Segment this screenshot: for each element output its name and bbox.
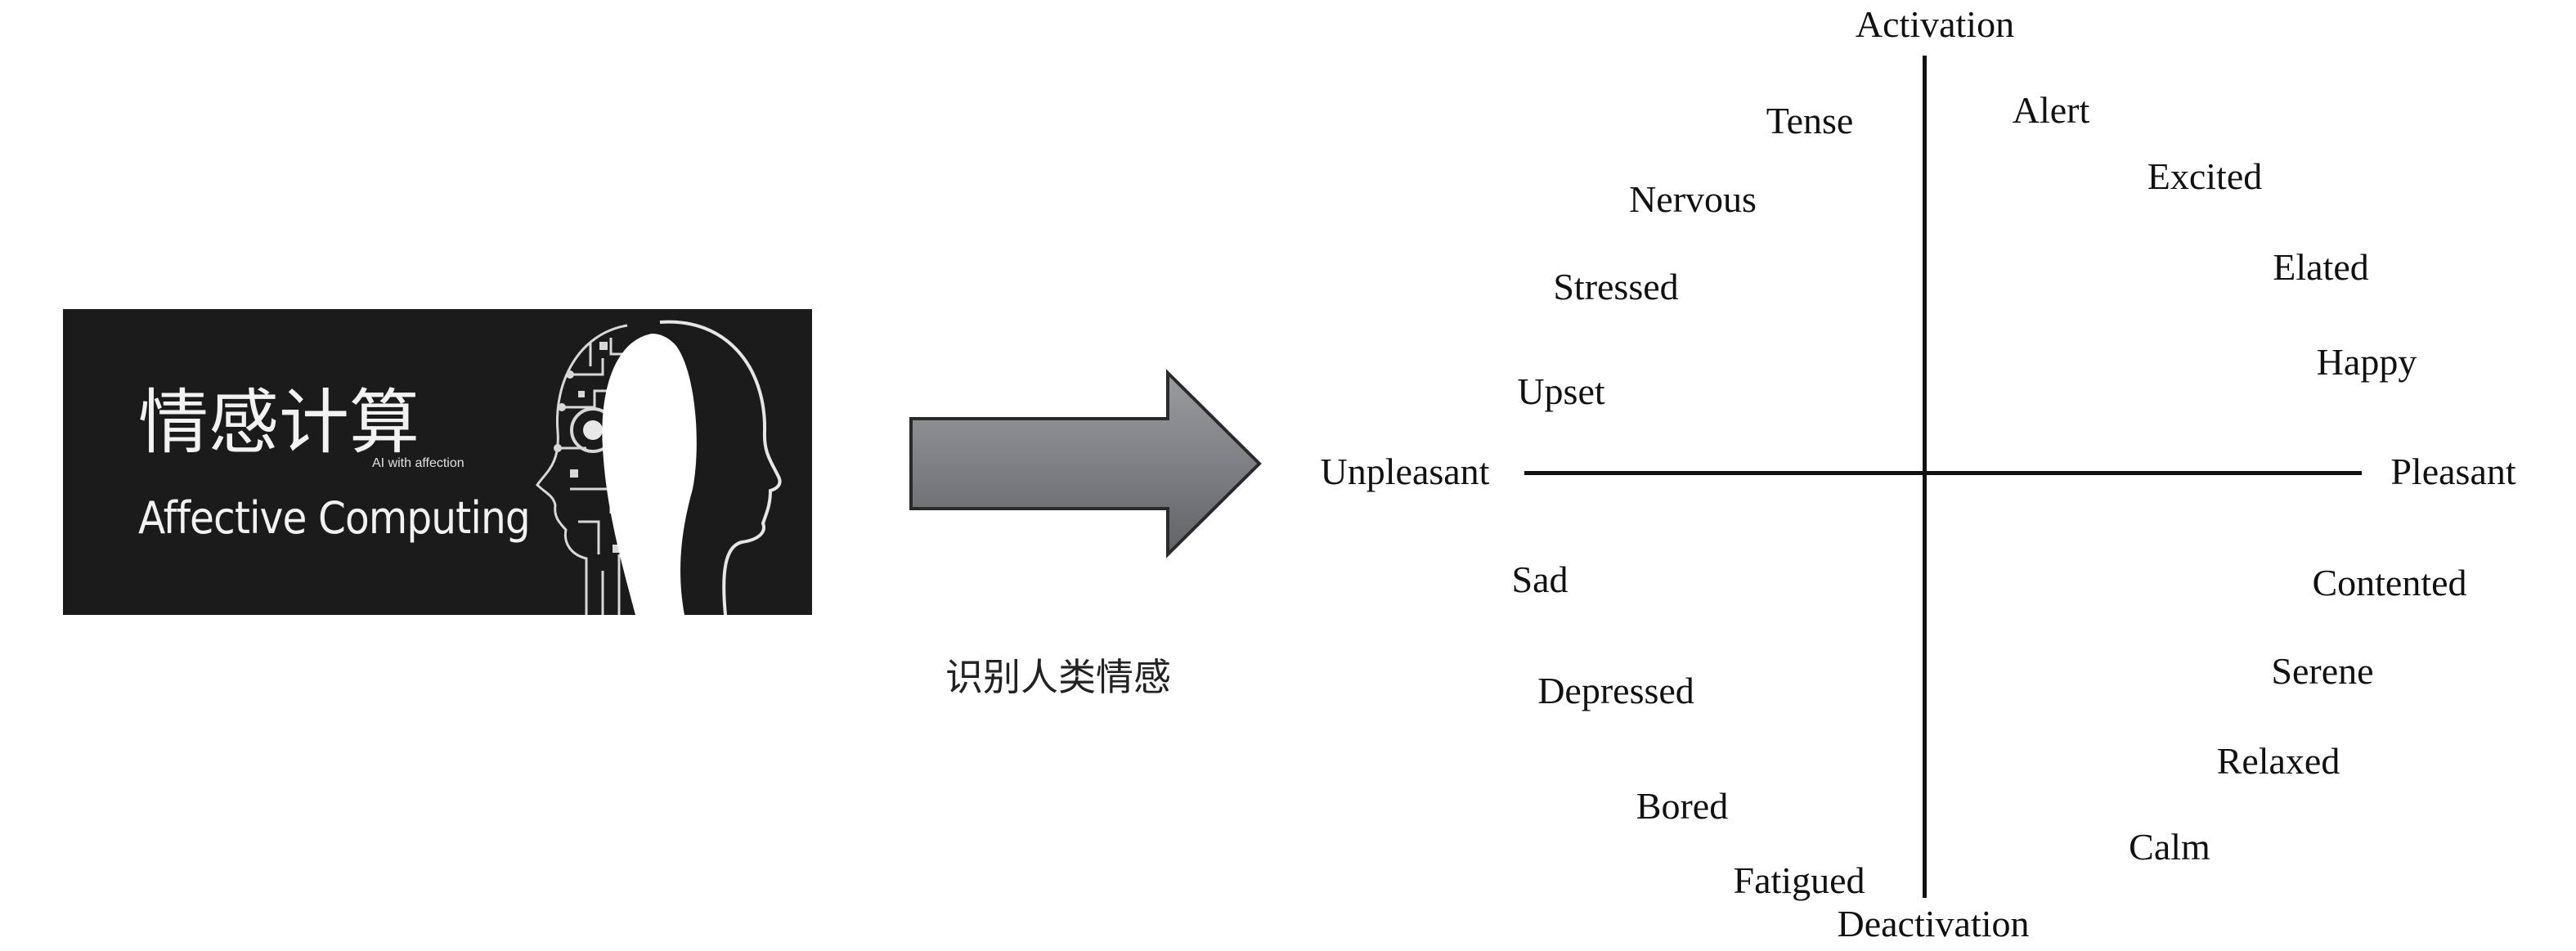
- banner-title-english: Affective Computing: [138, 492, 531, 544]
- right-arrow-icon: [909, 369, 1262, 558]
- emotion-sad: Sad: [1511, 558, 1568, 600]
- emotion-alert: Alert: [2012, 89, 2090, 131]
- axis-label-activation: Activation: [1855, 3, 2015, 45]
- emotion-excited: Excited: [2147, 155, 2263, 197]
- axis-label-pleasant: Pleasant: [2390, 451, 2516, 492]
- emotion-relaxed: Relaxed: [2216, 740, 2340, 782]
- emotion-nervous: Nervous: [1629, 178, 1757, 220]
- affective-computing-banner: 情感计算 AI with affection Affective Computi…: [63, 309, 812, 615]
- emotion-fatigued: Fatigued: [1733, 859, 1865, 901]
- emotion-tense: Tense: [1766, 100, 1854, 141]
- emotion-happy: Happy: [2316, 341, 2417, 383]
- axis-label-deactivation: Deactivation: [1837, 903, 2030, 944]
- banner-title-chinese: 情感计算: [138, 382, 420, 464]
- emotion-bored: Bored: [1636, 785, 1729, 827]
- ai-head-icon: [536, 320, 782, 615]
- emotion-serene: Serene: [2271, 650, 2374, 692]
- arousal-axis: [1923, 56, 1927, 898]
- emotion-calm: Calm: [2129, 826, 2210, 868]
- emotion-depressed: Depressed: [1537, 670, 1694, 711]
- banner-subtitle: AI with affection: [372, 456, 464, 470]
- axis-label-unpleasant: Unpleasant: [1320, 451, 1490, 492]
- valence-axis: [1524, 471, 2362, 475]
- emotion-upset: Upset: [1517, 370, 1605, 412]
- emotion-stressed: Stressed: [1553, 266, 1679, 307]
- emotion-elated: Elated: [2273, 246, 2369, 288]
- caption-recognize-emotions: 识别人类情感: [945, 655, 1171, 699]
- emotion-contented: Contented: [2312, 562, 2467, 603]
